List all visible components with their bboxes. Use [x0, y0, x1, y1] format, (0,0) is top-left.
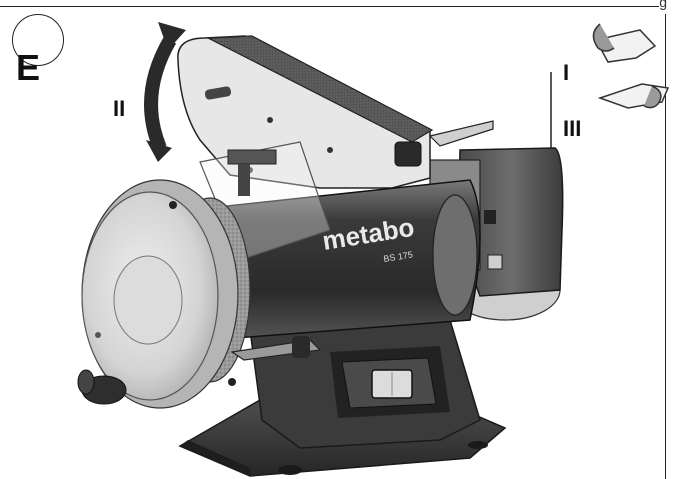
section-circle: [12, 14, 64, 66]
power-switch: [371, 369, 413, 399]
label-rotate-counterclockwise: III: [563, 116, 582, 141]
page-mark: g: [659, 0, 667, 10]
rotate-counterclockwise-icon: [597, 83, 670, 109]
label-rotate-clockwise: I: [563, 60, 570, 85]
tool-rest: [230, 336, 322, 361]
rotate-clockwise-icon: [592, 23, 657, 63]
model-label: BS 175: [383, 249, 414, 263]
section-letter: E: [16, 47, 41, 88]
tilt-arrow-icon: [144, 22, 186, 162]
label-tilt-arrow: II: [113, 96, 126, 121]
frame-top-border: [0, 6, 659, 7]
left-wheel-guard: [81, 179, 239, 409]
side-knob: [77, 369, 127, 405]
pedestal-housing: [249, 319, 481, 449]
frame-right-border: [665, 14, 666, 479]
